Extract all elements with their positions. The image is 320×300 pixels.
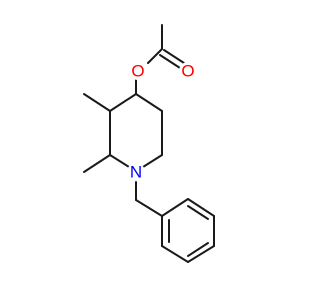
bond-c3-methyl bbox=[83, 93, 111, 112]
bond-ph-4-5 bbox=[187, 245, 215, 263]
bond-c2-n1 bbox=[109, 154, 130, 168]
bond-c4-c3 bbox=[109, 93, 137, 112]
bond-c2-methyl bbox=[83, 154, 111, 173]
carbonyl-oxygen-label: O bbox=[181, 62, 194, 81]
bond-n1-c6 bbox=[142, 154, 163, 168]
bond-c5-c4 bbox=[135, 93, 163, 112]
bond-ph-1-2 bbox=[161, 198, 189, 217]
ester-oxygen-label: O bbox=[131, 62, 144, 81]
bond-carbonyl-c-o-double-b bbox=[159, 54, 181, 69]
carbonyl-oxygen-atom: O bbox=[179, 62, 197, 81]
bond-ph-5-6 bbox=[161, 245, 189, 263]
nitrogen-label: N bbox=[130, 163, 142, 182]
bond-ph-inner-b bbox=[187, 205, 209, 220]
nitrogen-atom: N bbox=[127, 163, 145, 182]
molecule-structure-diagram: O O N bbox=[83, 24, 215, 263]
bond-carbonyl-ester-o bbox=[147, 48, 163, 64]
ester-oxygen-atom: O bbox=[129, 62, 147, 81]
bond-ph-inner-c bbox=[187, 242, 209, 257]
bond-ph-2-3 bbox=[187, 198, 215, 217]
bond-ch2-phenyl bbox=[135, 199, 163, 217]
bond-carbonyl-c-o-double-a bbox=[163, 49, 185, 64]
